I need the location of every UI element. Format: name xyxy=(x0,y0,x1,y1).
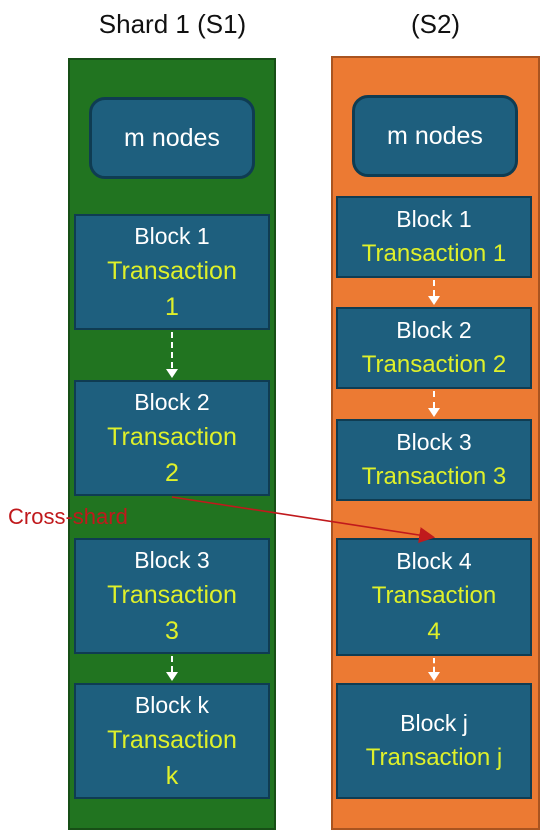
shard2-link-4-j-arrowhead xyxy=(428,672,440,681)
block-transaction-id: 1 xyxy=(165,293,179,321)
block-name: Block 4 xyxy=(396,548,472,574)
block-name: Block k xyxy=(134,692,210,718)
shard1-block-1: Block 1 Transaction 1 xyxy=(74,214,270,330)
block-transaction: Transaction xyxy=(107,726,237,754)
block-transaction-id: k xyxy=(165,762,179,790)
shard2-link-1-2 xyxy=(433,280,435,296)
block-name: Block 1 xyxy=(396,206,472,232)
shard1-block-k: Block k Transaction k xyxy=(74,683,270,799)
block-transaction-id: 4 xyxy=(427,618,441,645)
block-name: Block 3 xyxy=(134,547,210,573)
block-transaction: Transaction j xyxy=(365,744,503,771)
shard1-block-2: Block 2 Transaction 2 xyxy=(74,380,270,496)
block-name: Block 2 xyxy=(396,317,472,343)
shard2-link-4-j xyxy=(433,658,435,672)
block-name: Block 1 xyxy=(134,223,210,249)
shard2-nodes-box: m nodes xyxy=(352,95,518,177)
shard2-link-1-2-arrowhead xyxy=(428,296,440,305)
shard1-link-3-k-arrowhead xyxy=(166,672,178,681)
shard1-nodes-box: m nodes xyxy=(89,97,255,179)
shard1-title: Shard 1 (S1) xyxy=(98,9,247,39)
shard2-block-j: Block j Transaction j xyxy=(336,683,532,799)
block-transaction: Transaction 3 xyxy=(361,463,507,490)
block-transaction-id: 3 xyxy=(165,617,179,645)
shard1-nodes-label: m nodes xyxy=(124,123,220,152)
block-transaction: Transaction xyxy=(107,581,237,609)
block-transaction: Transaction 2 xyxy=(361,351,507,378)
shard2-link-2-3-arrowhead xyxy=(428,408,440,417)
block-name: Block 2 xyxy=(134,389,210,415)
block-transaction: Transaction xyxy=(107,257,237,285)
shard2-block-2: Block 2 Transaction 2 xyxy=(336,307,532,389)
shard2-nodes-label: m nodes xyxy=(387,121,483,150)
shard1-block-3: Block 3 Transaction 3 xyxy=(74,538,270,654)
block-transaction: Transaction xyxy=(371,582,497,609)
cross-shard-label: Cross-shard xyxy=(8,504,128,529)
block-name: Block j xyxy=(400,710,468,736)
shard1-link-1-2-arrowhead xyxy=(166,369,178,378)
shard2-block-3: Block 3 Transaction 3 xyxy=(336,419,532,501)
shard1-link-3-k xyxy=(171,656,173,672)
shard2-link-2-3 xyxy=(433,391,435,408)
block-transaction-id: 2 xyxy=(165,459,179,487)
shard1-link-1-2 xyxy=(171,332,173,368)
shard2-block-1: Block 1 Transaction 1 xyxy=(336,196,532,278)
block-transaction: Transaction xyxy=(107,423,237,451)
shard2-block-4: Block 4 Transaction 4 xyxy=(336,538,532,656)
block-name: Block 3 xyxy=(396,429,472,455)
block-transaction: Transaction 1 xyxy=(361,240,507,267)
shard2-title: (S2) xyxy=(410,9,461,39)
